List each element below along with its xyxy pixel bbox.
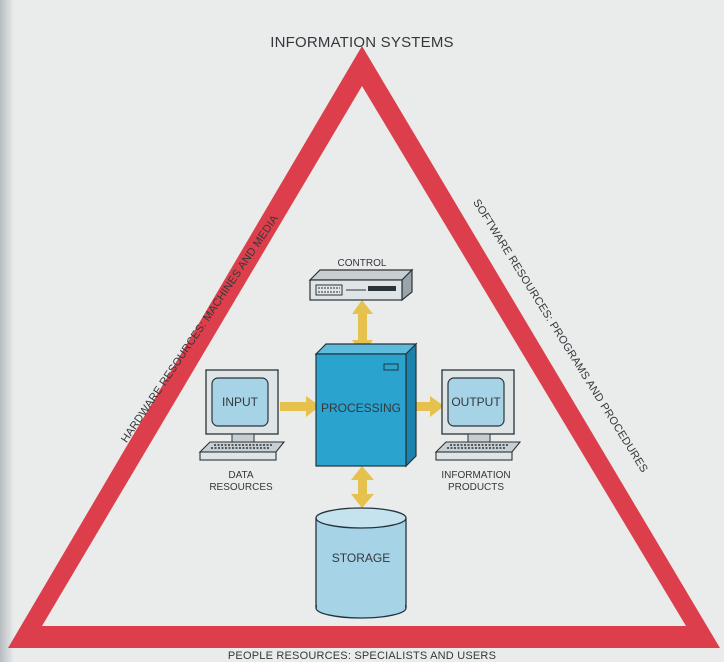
arrow-processing-storage <box>351 466 374 508</box>
diagram-title: INFORMATION SYSTEMS <box>270 34 454 51</box>
processing-label: PROCESSING <box>321 401 401 415</box>
storage-cylinder <box>315 507 407 619</box>
page-edge-shadow <box>0 0 14 662</box>
input-terminal <box>198 369 286 461</box>
information-products-caption-line2: PRODUCTS <box>448 482 504 493</box>
input-label: INPUT <box>222 395 259 409</box>
control-label: CONTROL <box>338 258 387 269</box>
control-unit <box>308 268 414 302</box>
data-resources-caption-line1: DATA <box>228 470 254 481</box>
output-label: OUTPUT <box>451 395 501 409</box>
processing-unit <box>314 342 418 468</box>
people-resources-label: PEOPLE RESOURCES: SPECIALISTS AND USERS <box>227 650 497 662</box>
output-terminal <box>434 369 522 461</box>
arrow-input-processing <box>280 396 320 417</box>
information-products-caption-line1: INFORMATION <box>441 470 510 481</box>
storage-label: STORAGE <box>332 551 390 565</box>
data-resources-caption-line2: RESOURCES <box>209 482 273 493</box>
arrow-processing-output <box>408 396 444 417</box>
